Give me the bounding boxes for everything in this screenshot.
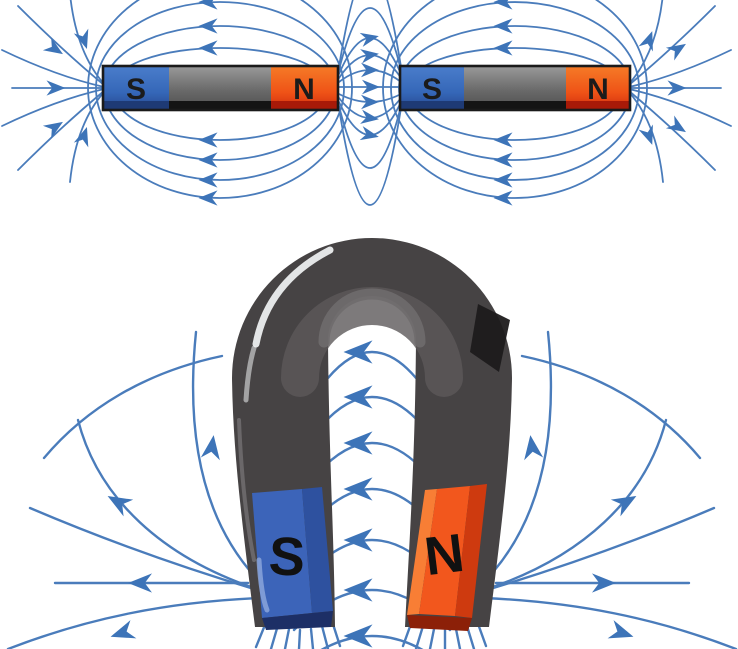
field-line (191, 330, 268, 590)
field-line (390, 87, 640, 181)
arrowhead-icon (520, 433, 544, 461)
field-line (316, 441, 428, 475)
field-line (520, 354, 702, 460)
field-line (338, 0, 402, 68)
arrowhead-icon (359, 126, 381, 144)
field-line (17, 90, 105, 171)
south-pole-front-face (252, 489, 312, 618)
horseshoe-highlight-small (243, 345, 257, 403)
north-pole-left-bevel (407, 489, 437, 615)
field-line (320, 395, 424, 427)
horseshoe-field-lines (6, 330, 738, 649)
field-line (1, 88, 105, 127)
field-line (320, 634, 424, 649)
field-line (628, 88, 732, 127)
pole-tick-fan-south (254, 618, 342, 649)
field-line (428, 627, 436, 649)
field-line (17, 5, 105, 86)
field-line (382, 87, 648, 199)
field-line (6, 596, 262, 649)
field-line (398, 25, 632, 89)
magnet-outline (398, 64, 632, 112)
north-pole-label: N (421, 523, 467, 587)
field-line (103, 25, 337, 89)
horseshoe-highlight (252, 246, 334, 348)
field-line (628, 5, 716, 86)
arrowhead-icon (360, 46, 380, 64)
north-pole-base-strip (566, 101, 630, 110)
bar-magnet-right: S N (398, 64, 632, 112)
horseshoe-inner-shading (281, 287, 463, 397)
horseshoe-dark-facet (470, 304, 510, 372)
horseshoe-arm-highlight (237, 418, 256, 562)
field-line (338, 107, 402, 206)
arrowhead-icon (359, 29, 381, 47)
south-pole-bottom-edge (262, 611, 333, 630)
field-line (398, 87, 632, 161)
field-line (454, 627, 462, 649)
field-line (382, 0, 648, 89)
north-pole-label: N (587, 73, 609, 106)
south-pole-side-face (302, 487, 333, 613)
north-pole-side-face (455, 484, 487, 618)
field-line (414, 624, 425, 649)
field-line (103, 87, 337, 161)
horseshoe-south-pole: S (252, 487, 333, 630)
north-pole-base-strip (271, 101, 338, 110)
magnet-outline (101, 64, 340, 112)
south-pole-label: S (267, 526, 306, 588)
field-line (76, 418, 262, 592)
field-line (326, 351, 418, 380)
field-line (482, 596, 738, 649)
field-loops-left-magnet (87, 0, 353, 206)
attraction-field-bundle (338, 0, 402, 206)
horseshoe-north-pole: N (407, 484, 487, 631)
field-line (87, 0, 353, 89)
magnet-body-base-strip (169, 101, 271, 110)
south-pole-base-strip (400, 101, 464, 110)
magnet-body-base-strip (464, 101, 566, 110)
field-line (1, 49, 105, 88)
horseshoe-magnet: S N (232, 238, 512, 631)
field-line (338, 105, 402, 169)
field-line (406, 87, 624, 141)
field-lines-into-south-left (1, 0, 105, 183)
field-line (476, 330, 553, 590)
arrowhead-icon (107, 620, 137, 646)
south-pole-base-strip (103, 101, 169, 110)
field-line (42, 354, 224, 460)
field-line (69, 91, 105, 183)
south-pole-sheen (256, 557, 270, 613)
horseshoe-inner-edge-light (318, 288, 426, 348)
field-line (309, 627, 315, 649)
field-lines-out-of-north-right (628, 0, 732, 183)
field-line (297, 628, 302, 649)
field-line (87, 87, 353, 199)
field-line (69, 0, 105, 85)
field-line (628, 90, 716, 171)
south-pole-label: S (126, 73, 146, 106)
field-line (28, 506, 256, 591)
arrowhead-icon (360, 109, 380, 127)
south-pole-label: S (422, 73, 442, 106)
field-line (111, 87, 329, 141)
field-line (488, 506, 716, 591)
north-pole-bottom-edge (407, 615, 472, 631)
field-line (283, 627, 291, 649)
field-line (95, 87, 345, 181)
field-line (95, 1, 345, 89)
field-line (482, 418, 668, 592)
arrowhead-icon (607, 620, 637, 646)
field-line (390, 1, 640, 89)
north-pole-label: N (293, 73, 315, 106)
north-pole-front-face (419, 486, 470, 616)
field-line (338, 7, 402, 71)
bar-magnet-left: S N (101, 64, 340, 112)
field-line (320, 624, 330, 649)
field-line (628, 49, 732, 88)
arrowhead-icon (200, 433, 224, 461)
